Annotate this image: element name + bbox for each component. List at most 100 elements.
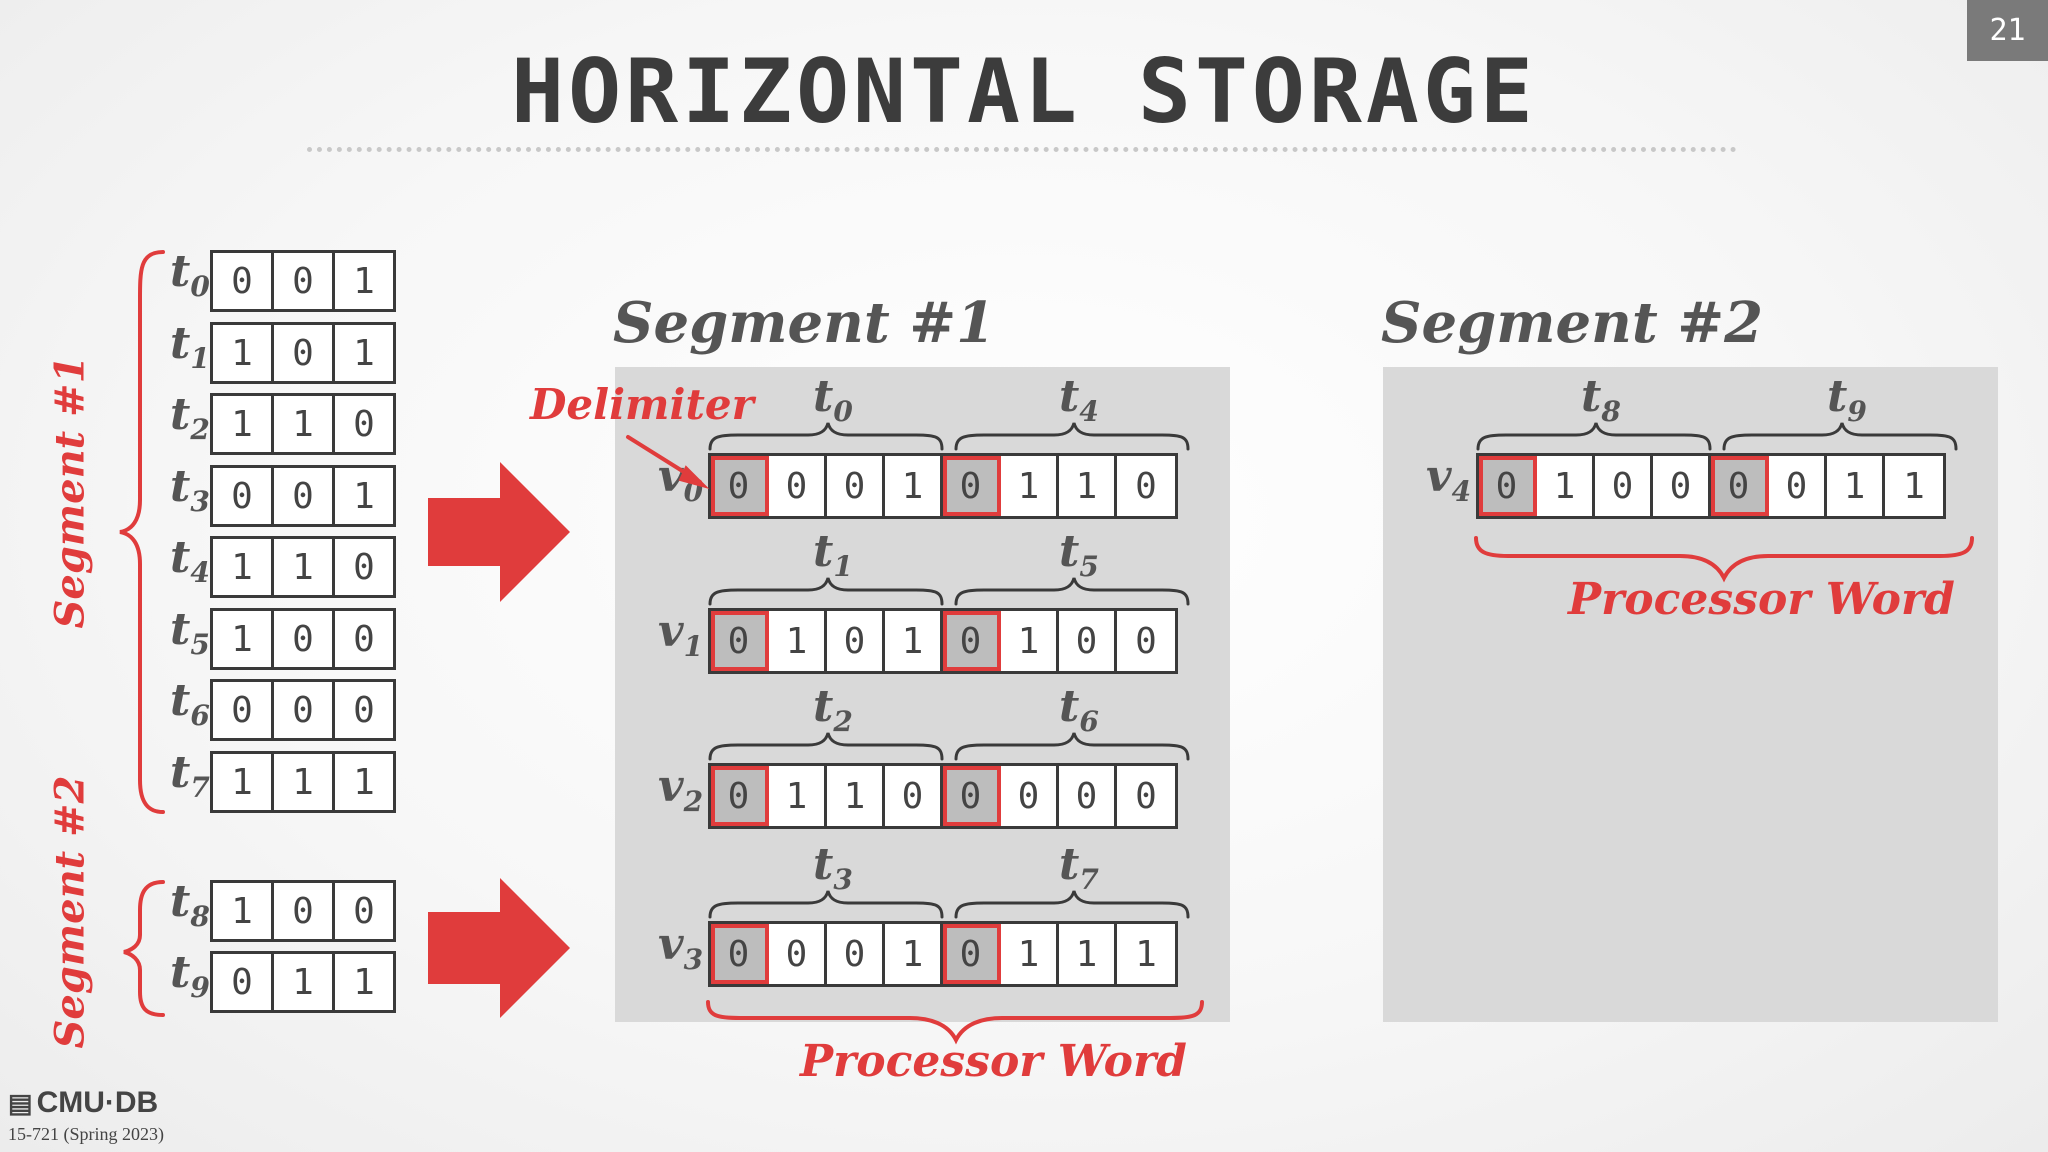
bit-cell: 0 <box>353 403 375 445</box>
arrow-segment-2 <box>428 878 570 1018</box>
word-brace <box>708 577 944 606</box>
tuple-label: t8 <box>170 876 210 933</box>
bit-cell: 1 <box>213 539 274 595</box>
word-brace <box>954 732 1190 761</box>
delimiter-bit-cell: 0 <box>711 456 769 516</box>
bit-cell: 1 <box>213 396 274 452</box>
word-label: v2 <box>658 761 704 818</box>
bit-cell: 1 <box>353 961 375 1003</box>
bit-cell: 0 <box>213 253 274 309</box>
bit-cell: 0 <box>1135 775 1157 817</box>
bit-cell: 1 <box>1903 465 1925 507</box>
tuple-label: t4 <box>170 532 210 589</box>
bit-cell: 0 <box>1059 766 1117 826</box>
bit-cell: 0 <box>274 682 335 738</box>
word-tuple-label: t5 <box>1059 526 1099 583</box>
delimiter-bit-cell: 0 <box>1711 456 1769 516</box>
delimiter-bit-cell: 0 <box>1479 456 1537 516</box>
database-icon: ▤ <box>8 1087 33 1118</box>
bit-cell: 1 <box>827 766 885 826</box>
bit-cell: 0 <box>353 890 375 932</box>
bit-cell: 0 <box>353 546 375 588</box>
word-brace <box>954 577 1190 606</box>
word-tuple-label: t0 <box>813 371 853 428</box>
bit-cell: 0 <box>1059 611 1117 671</box>
word-tuple-label: t6 <box>1059 681 1099 738</box>
tuple-label: t3 <box>170 461 210 518</box>
bit-cell: 1 <box>769 611 827 671</box>
bit-cell: 1 <box>274 754 335 810</box>
title-divider <box>307 147 1737 152</box>
word-tuple-label: t9 <box>1827 371 1867 428</box>
bit-cell: 1 <box>1059 924 1117 984</box>
bit-cell: 0 <box>769 456 827 516</box>
tuple-label: t0 <box>170 246 210 303</box>
processor-word-label-segment-1: Processor Word <box>800 1036 1187 1087</box>
bit-cell: 1 <box>1059 456 1117 516</box>
word-tuple-label: t8 <box>1581 371 1621 428</box>
word-brace <box>1722 422 1958 451</box>
bit-cell: 1 <box>213 611 274 667</box>
tuple-label: t7 <box>170 747 210 804</box>
word-brace <box>708 890 944 919</box>
page-number: 21 <box>1967 0 2048 61</box>
bit-cell: 1 <box>885 456 943 516</box>
bit-cell: 0 <box>827 456 885 516</box>
bit-cell: 0 <box>769 924 827 984</box>
bit-cell: 0 <box>274 611 335 667</box>
word-brace <box>954 890 1190 919</box>
bit-cell: 0 <box>274 325 335 381</box>
word-brace <box>1476 422 1712 451</box>
bit-cell: 0 <box>213 682 274 738</box>
delimiter-arrow-head <box>678 465 710 489</box>
processor-word-label-segment-2: Processor Word <box>1568 574 1955 625</box>
word-brace <box>954 422 1190 451</box>
bit-cell: 1 <box>885 924 943 984</box>
bit-cell: 1 <box>769 766 827 826</box>
tuple-label: t9 <box>170 947 210 1004</box>
delimiter-label: Delimiter <box>530 380 754 429</box>
bit-cell: 0 <box>1653 456 1711 516</box>
delimiter-bit-cell: 0 <box>711 924 769 984</box>
bit-cell: 0 <box>274 883 335 939</box>
delimiter-bit-cell: 0 <box>711 611 769 671</box>
bit-cell: 1 <box>274 396 335 452</box>
bit-cell: 0 <box>353 689 375 731</box>
bit-cell: 0 <box>1001 766 1059 826</box>
bit-cell: 0 <box>885 766 943 826</box>
word-label: v3 <box>658 919 704 976</box>
bit-cell: 1 <box>885 611 943 671</box>
word-tuple-label: t2 <box>813 681 853 738</box>
bit-cell: 0 <box>1769 456 1827 516</box>
bit-cell: 1 <box>1135 933 1157 975</box>
bit-cell: 0 <box>213 954 274 1010</box>
bit-cell: 1 <box>353 761 375 803</box>
arrow-segment-1 <box>428 462 570 602</box>
bit-cell: 0 <box>827 924 885 984</box>
bit-cell: 1 <box>274 539 335 595</box>
bit-cell: 0 <box>1595 456 1653 516</box>
tuple-label: t2 <box>170 389 210 446</box>
segment-1-brace <box>119 250 165 814</box>
tuple-label: t1 <box>170 318 210 375</box>
bit-cell: 0 <box>353 618 375 660</box>
bit-cell: 0 <box>274 468 335 524</box>
word-tuple-label: t4 <box>1059 371 1099 428</box>
bit-cell: 0 <box>274 253 335 309</box>
word-brace <box>708 732 944 761</box>
segment-1-title: Segment #1 <box>613 290 996 356</box>
delimiter-bit-cell: 0 <box>943 766 1001 826</box>
word-tuple-label: t3 <box>813 839 853 896</box>
delimiter-bit-cell: 0 <box>711 766 769 826</box>
bit-cell: 1 <box>353 260 375 302</box>
